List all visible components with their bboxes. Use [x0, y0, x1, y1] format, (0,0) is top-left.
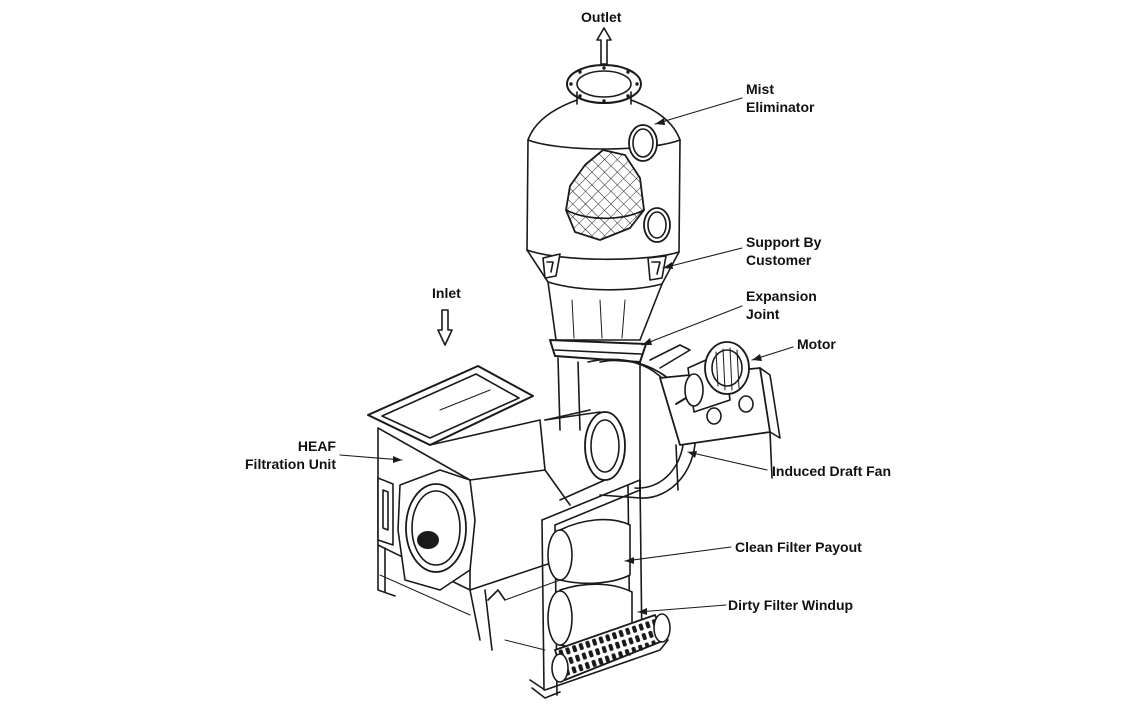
label-clean-filter-payout: Clean Filter Payout: [735, 539, 862, 555]
expansion-joint-duct: [547, 281, 663, 363]
leader-heaf: [339, 454, 403, 461]
leader-support: [662, 247, 743, 269]
motor: [675, 341, 750, 413]
leader-clean-filter: [624, 546, 732, 562]
label-dirty-filter-windup: Dirty Filter Windup: [728, 597, 854, 613]
label-support-by-customer: Support By Customer: [746, 234, 822, 268]
label-expansion-joint: Expansion Joint: [746, 288, 817, 322]
label-motor: Motor: [797, 336, 836, 352]
leader-lines: [339, 97, 794, 613]
heaf-filtration-unit: [367, 365, 626, 651]
leader-dirty-filter: [637, 604, 727, 613]
leader-expansion-joint: [641, 305, 743, 346]
filter-roll-assembly: [504, 479, 671, 699]
label-mist-eliminator: Mist Eliminator: [746, 81, 815, 115]
leader-mist-eliminator: [654, 97, 743, 125]
label-heaf-filtration-unit: HEAF Filtration Unit: [245, 438, 336, 472]
label-outlet: Outlet: [581, 9, 622, 25]
leader-fan: [687, 451, 768, 471]
label-inlet: Inlet: [432, 285, 461, 301]
leader-arrowheads: [393, 118, 762, 615]
inlet-arrow: [437, 309, 453, 346]
mist-eliminator-vessel: [526, 64, 681, 291]
label-induced-draft-fan: Induced Draft Fan: [772, 463, 892, 479]
outlet-arrow: [596, 27, 612, 65]
